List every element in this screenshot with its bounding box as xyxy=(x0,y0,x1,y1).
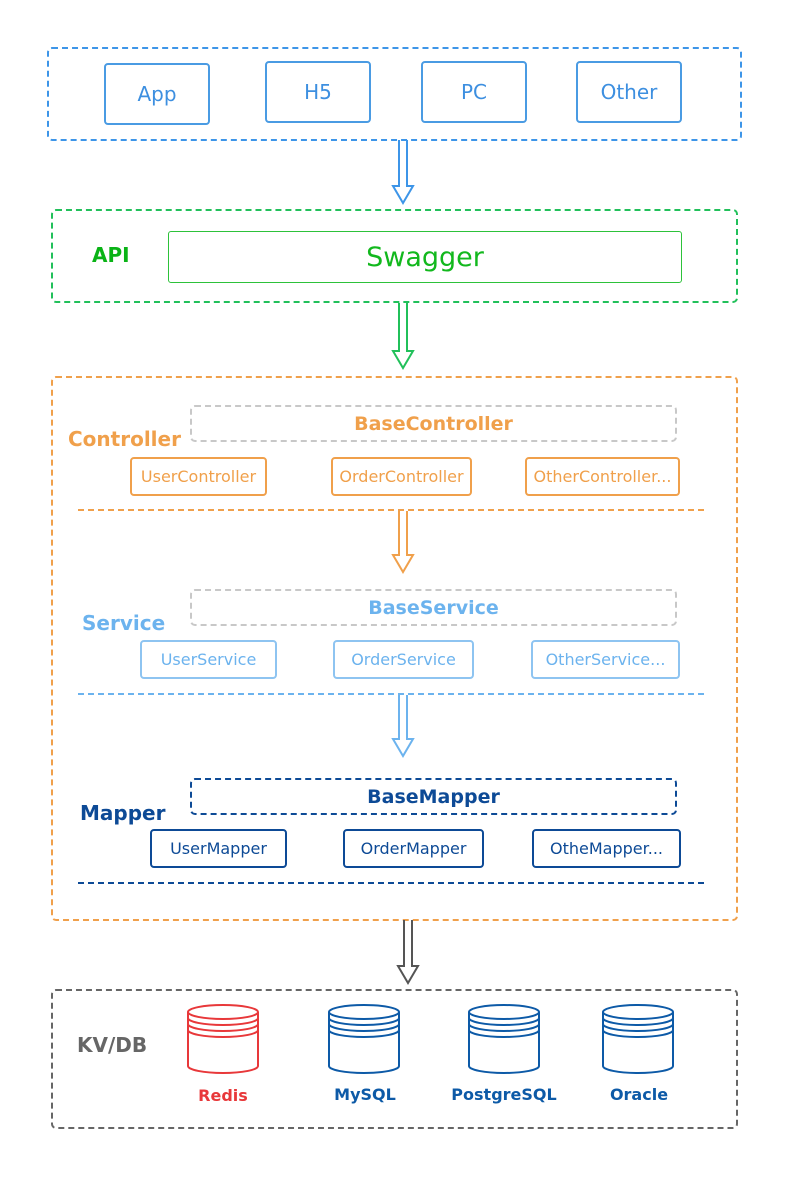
application-group xyxy=(51,376,738,921)
postgresql-label: PostgreSQL xyxy=(451,1085,557,1104)
user-mapper-box: UserMapper xyxy=(150,829,287,868)
mysql-label: MySQL xyxy=(334,1085,396,1104)
mapper-divider xyxy=(78,882,704,884)
base-controller-box: BaseController xyxy=(190,405,677,442)
arrow-client-to-api xyxy=(391,140,415,205)
mysql-database-icon xyxy=(328,1004,400,1074)
user-controller-box: UserController xyxy=(130,457,267,496)
order-mapper-box: OrderMapper xyxy=(343,829,484,868)
storage-label: KV/DB xyxy=(77,1033,148,1057)
user-service-box: UserService xyxy=(140,640,277,679)
service-label: Service xyxy=(82,611,166,635)
redis-database-icon xyxy=(187,1004,259,1074)
arrow-api-to-controller xyxy=(391,303,415,370)
oracle-label: Oracle xyxy=(609,1085,669,1104)
mapper-label: Mapper xyxy=(80,801,166,825)
client-h5-box: H5 xyxy=(265,61,371,123)
arrow-service-to-mapper xyxy=(391,695,415,758)
api-label: API xyxy=(92,243,130,267)
controller-label: Controller xyxy=(68,427,181,451)
order-controller-box: OrderController xyxy=(331,457,472,496)
other-controller-box: OtherController... xyxy=(525,457,680,496)
storage-group xyxy=(51,989,738,1129)
oracle-database-icon xyxy=(602,1004,674,1074)
other-service-box: OtherService... xyxy=(531,640,680,679)
base-mapper-box: BaseMapper xyxy=(190,778,677,815)
postgresql-database-icon xyxy=(468,1004,540,1074)
base-service-box: BaseService xyxy=(190,589,677,626)
api-group xyxy=(51,209,738,303)
arrow-controller-to-service xyxy=(391,511,415,574)
swagger-box: Swagger xyxy=(168,231,682,283)
service-divider xyxy=(78,693,704,695)
order-service-box: OrderService xyxy=(333,640,474,679)
controller-divider xyxy=(78,509,704,511)
client-app-box: App xyxy=(104,63,210,125)
client-group xyxy=(47,47,742,141)
arrow-mapper-to-storage xyxy=(396,920,420,985)
redis-label: Redis xyxy=(198,1086,248,1105)
client-pc-box: PC xyxy=(421,61,527,123)
other-mapper-box: OtheMapper... xyxy=(532,829,681,868)
client-other-box: Other xyxy=(576,61,682,123)
